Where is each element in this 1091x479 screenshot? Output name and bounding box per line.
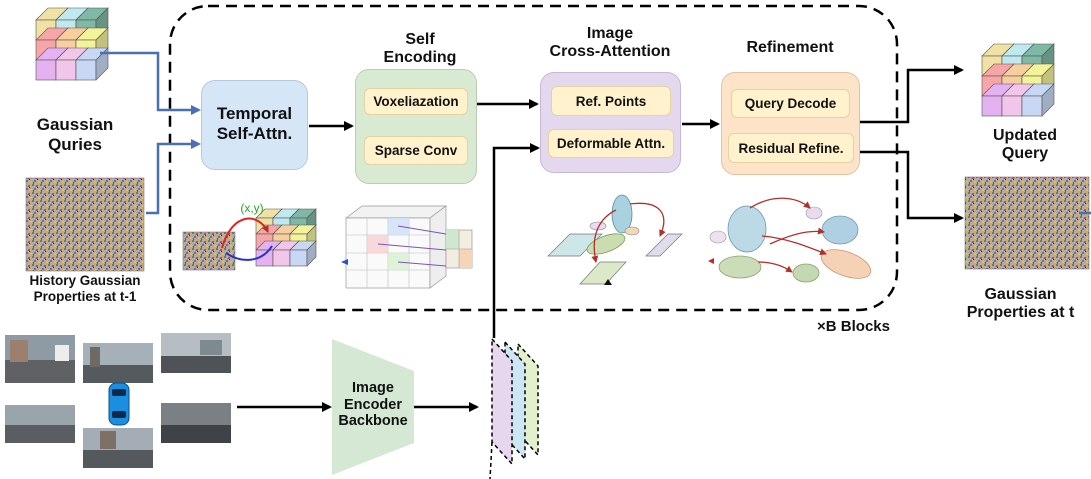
surround-camera-images [5, 333, 231, 468]
cross-attention-title: Image Cross-Attention [549, 25, 671, 61]
history-properties-label: History Gaussian Properties at t-1 [29, 273, 141, 304]
temporal-self-attn-block [201, 80, 308, 170]
temporal-illustration-cubes [255, 208, 317, 267]
temporal-blue-curve [225, 245, 273, 261]
voxelization-box: Voxeliazation [364, 88, 468, 115]
feature-maps [489, 337, 539, 479]
temporal-small-noise [182, 231, 236, 271]
properties-t-label: Gaussian Properties at t [966, 286, 1075, 322]
sparse-conv-illustration [341, 205, 473, 289]
refine-to-query-arrow [860, 65, 964, 124]
refinement-title: Refinement [746, 39, 834, 56]
query-link-arrow [100, 51, 201, 115]
self-encoding-title: Self Encoding [383, 31, 457, 67]
updated-query-cubes [981, 43, 1055, 117]
image-encoder-label: Image Encoder Backbone [338, 380, 408, 430]
image-encoder-shape [332, 339, 414, 475]
sparse-conv-box: Sparse Conv [364, 136, 468, 165]
ref-points-box: Ref. Points [551, 86, 671, 116]
repeat-region-border [168, 4, 899, 312]
features-to-cross-arrow [492, 143, 540, 338]
ego-car-icon [108, 382, 130, 426]
residual-refine-box: Residual Refine. [728, 133, 854, 163]
history-link-arrow [146, 139, 201, 215]
deformable-attn-box: Deformable Attn. [548, 129, 674, 158]
deformable-attn-illustration [547, 194, 683, 285]
self-encoding-block [355, 69, 477, 184]
history-properties-noise [25, 177, 145, 272]
gaussian-queries-label: Gaussian Quries [36, 115, 114, 154]
query-decode-box: Query Decode [731, 89, 850, 118]
gaussian-queries-cubes [35, 7, 109, 81]
coord-label: (x,y) [240, 201, 264, 215]
updated-query-label: Updated Query [993, 127, 1057, 163]
repeat-blocks-label: ×B Blocks [817, 318, 890, 335]
refine-to-properties-arrow [860, 150, 964, 223]
refinement-illustration [708, 197, 872, 283]
output-properties-noise [964, 176, 1090, 270]
temporal-red-curve [221, 217, 269, 249]
temporal-self-attn-label: Temporal Self-Attn. [216, 104, 293, 143]
